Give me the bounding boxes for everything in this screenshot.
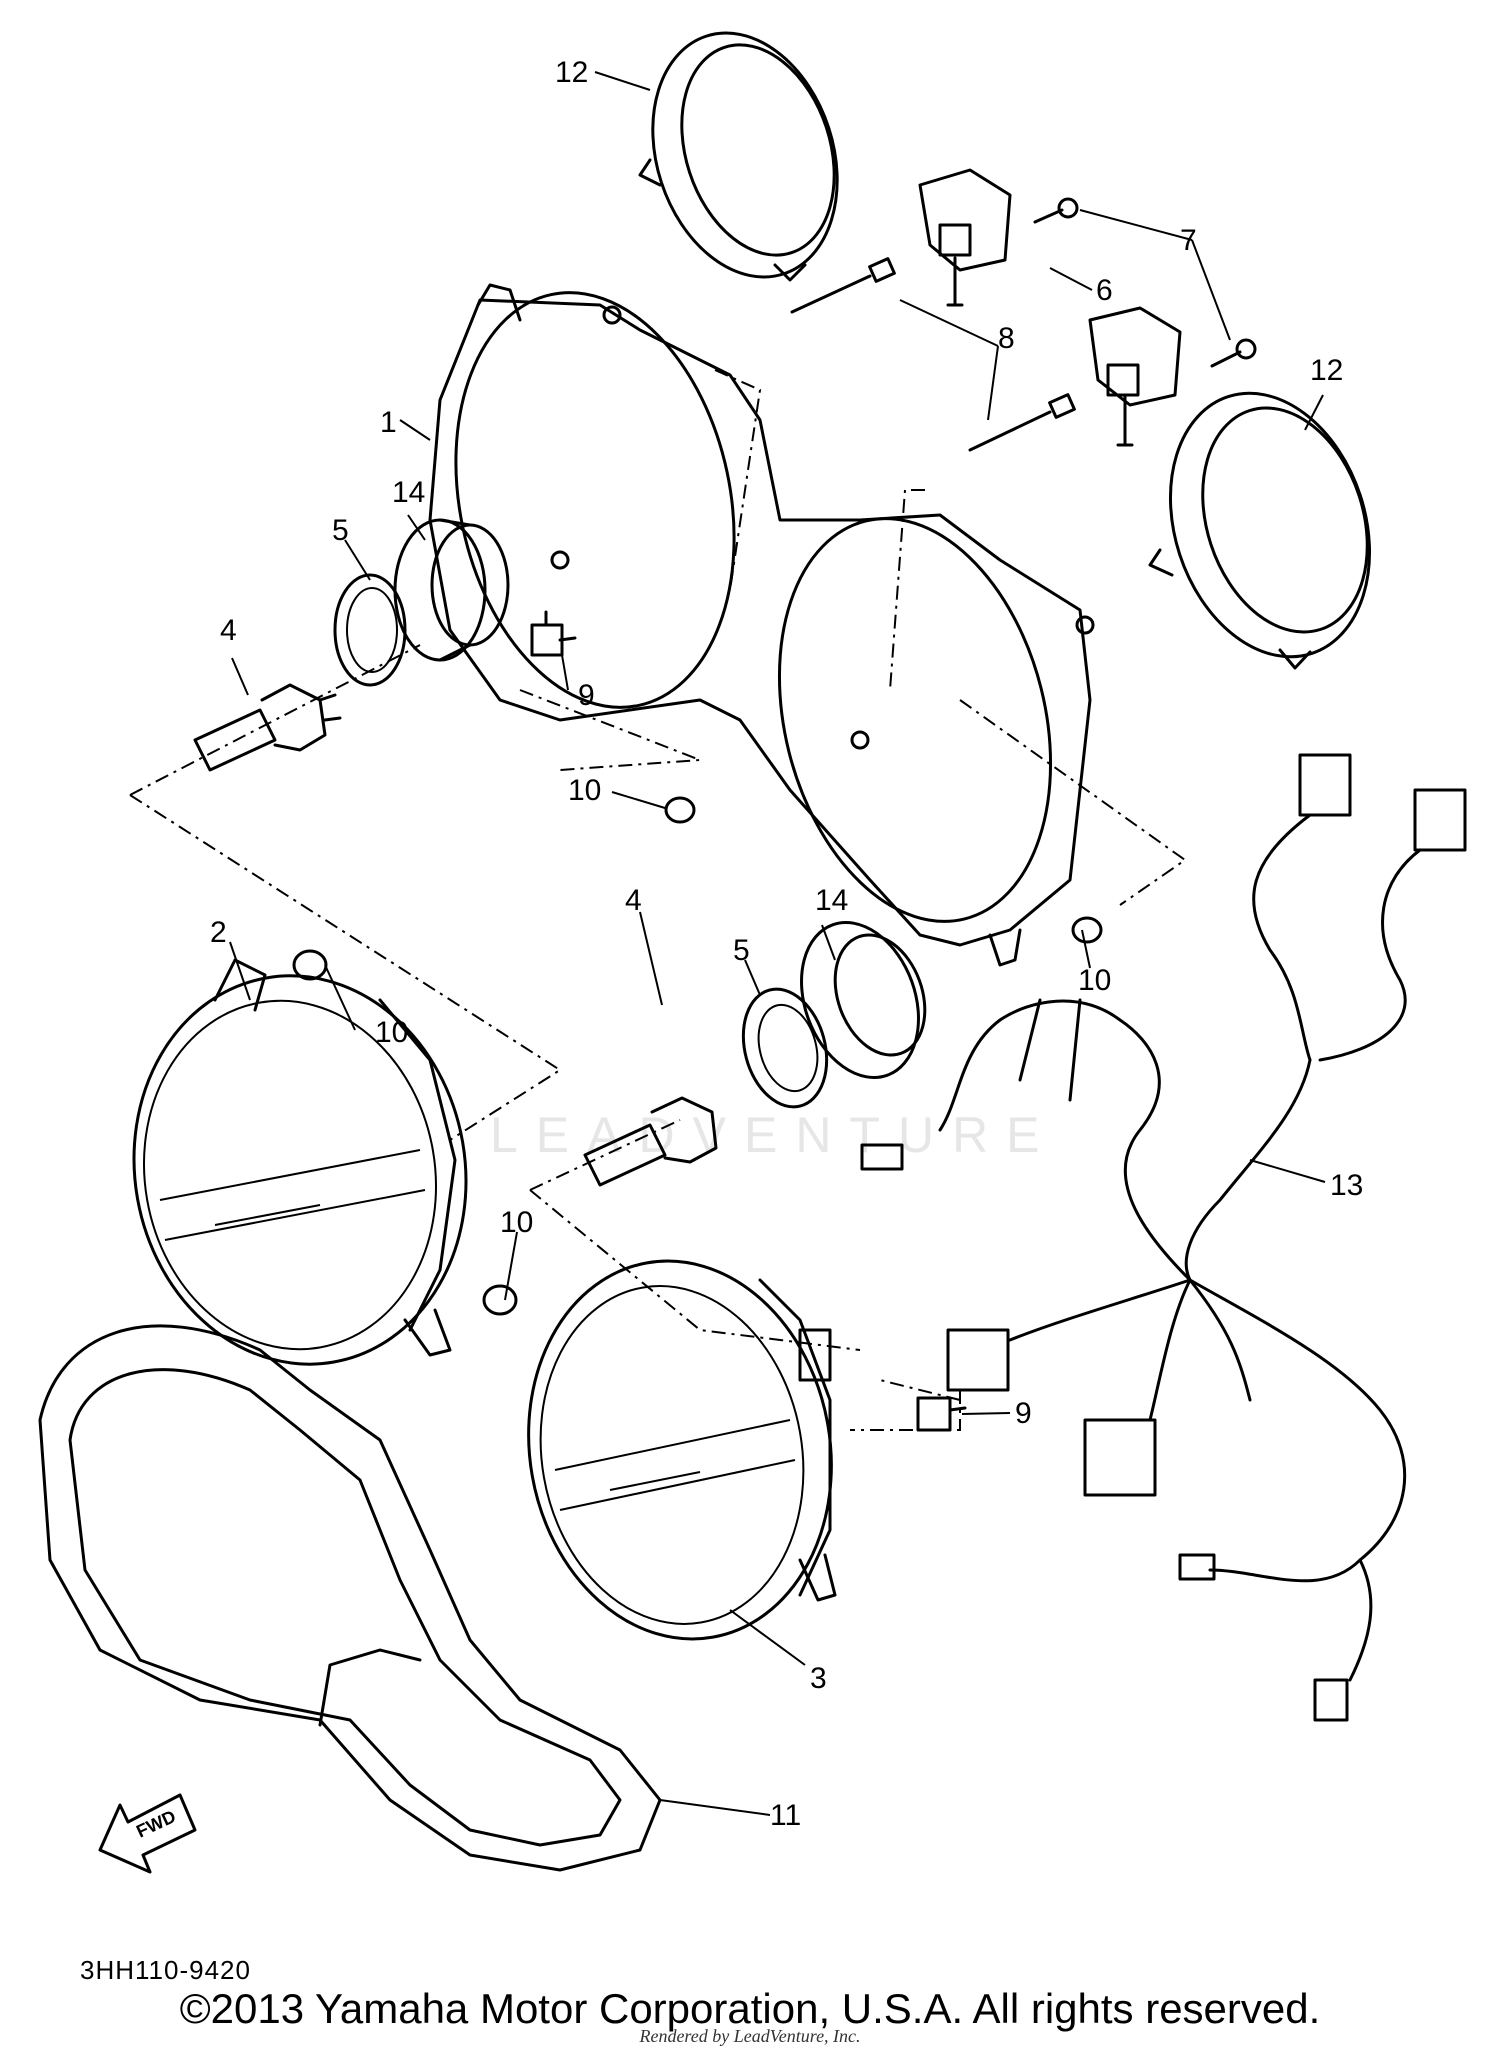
part-9-lower-socket[interactable] [916,1396,967,1432]
callout-12-lower: 12 [1310,354,1343,387]
part-12-upper-rim[interactable] [623,9,868,301]
callout-9-upper: 9 [578,679,595,712]
part-14-upper-socket-cover[interactable] [393,518,510,662]
part-1-housing[interactable] [419,267,1095,967]
part-4-upper-bulb[interactable] [193,683,342,772]
callout-5-upper: 5 [332,514,349,547]
callouts: 1 2 3 4 4 5 5 6 7 8 9 9 10 10 10 10 11 1… [210,56,1363,1832]
part-12-lower-rim[interactable] [1138,367,1402,682]
callout-10-b: 10 [1078,964,1111,997]
callout-3: 3 [810,1662,827,1695]
part-2-headlight-left[interactable] [104,949,497,1390]
callout-11: 11 [770,1799,801,1832]
callout-10-d: 10 [500,1206,533,1239]
callout-14-upper: 14 [392,476,425,509]
part-5-upper-seal[interactable] [333,573,407,687]
callout-10-c: 10 [375,1016,408,1049]
part-6-brackets[interactable] [918,168,1182,447]
callout-4-upper: 4 [220,614,237,647]
diagram-code: 3HH110-9420 [80,1955,251,1985]
part-14-lower-socket-cover[interactable] [781,906,941,1094]
part-10-nuts[interactable] [292,796,1103,1316]
callout-9-lower: 9 [1015,1397,1032,1430]
part-8-bolts[interactable] [790,257,1076,452]
part-13-wire-harness[interactable] [860,753,1467,1722]
watermark-text: LEADVENTURE [490,1107,1058,1163]
callout-7: 7 [1180,224,1197,257]
assembly-lines [129,369,1187,1431]
callout-4-lower: 4 [625,884,642,917]
part-11-cover[interactable] [38,1324,662,1872]
callout-1: 1 [380,406,397,439]
callout-8: 8 [998,322,1015,355]
callout-14-lower: 14 [815,884,848,917]
part-7-screws[interactable] [1033,197,1257,368]
callout-12-upper: 12 [555,56,588,89]
callout-10-a: 10 [568,774,601,807]
fwd-arrow: FWD [98,1793,197,1874]
part-5-lower-seal[interactable] [731,980,839,1117]
copyright-notice: ©2013 Yamaha Motor Corporation, U.S.A. A… [179,1985,1321,2032]
callout-5-lower: 5 [733,934,750,967]
callout-2: 2 [210,916,227,949]
callout-13: 13 [1330,1169,1363,1202]
part-4-lower-bulb[interactable] [583,1096,718,1187]
rendered-by-notice: Rendered by LeadVenture, Inc. [639,2026,861,2046]
leader-lines [229,71,1326,1816]
callout-6: 6 [1096,274,1113,307]
part-3-headlight-right[interactable] [499,1237,860,1663]
fwd-label: FWD [133,1806,179,1841]
part-9-upper-socket[interactable] [530,610,577,657]
